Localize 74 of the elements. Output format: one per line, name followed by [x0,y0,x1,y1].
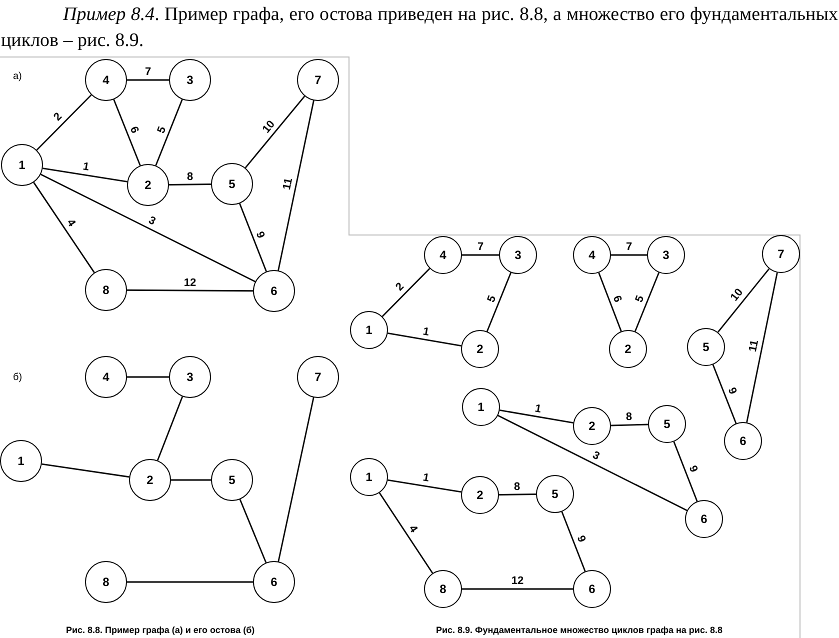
edge-label: 1 [422,472,430,484]
edge-label: 12 [511,575,524,587]
edge-label: 4 [406,522,420,534]
edge-line [610,424,648,426]
edge-line [127,376,169,378]
edge-line [33,182,95,273]
edge-label: 1 [422,325,430,338]
edge-line [156,396,184,461]
edge-label: 8 [514,480,521,493]
edge-line [388,332,462,346]
edge-label: 2 [394,280,407,294]
edge-label: 7 [626,241,632,253]
edge-line [673,441,698,502]
edge-line [500,410,574,424]
edge-label: 9 [254,230,268,240]
edge-label: 4 [64,217,78,229]
edge-line [171,479,211,481]
edge-line [244,96,306,168]
edge-line [127,581,253,583]
edge-line [382,268,430,317]
edge-label: 12 [184,276,196,289]
edge-label: 2 [52,110,65,124]
edge-line [42,168,128,182]
edge-line [634,272,660,332]
edge-label: 11 [281,176,296,191]
edge-line [598,272,622,332]
edge-label: 7 [144,66,152,78]
edge-line [239,203,267,272]
edge-label: 5 [632,294,646,304]
edge-line [113,99,141,166]
edge-label: 3 [146,214,157,228]
edge-label: 9 [725,386,739,396]
edge-label: 11 [747,339,762,353]
edge-label: 8 [186,170,194,183]
edge-line [278,397,314,562]
subfigure-label: б) [13,371,22,385]
edge-label: 10 [260,118,278,136]
edge-label: 9 [686,464,700,474]
edge-line [462,588,573,590]
edge-line [42,463,130,478]
edge-line [127,289,253,292]
edge-label: 5 [484,294,498,304]
edge-label: 5 [154,124,168,135]
figure-caption: Рис. 8.9. Фундаментальное множество циклов графа на рис. 8.8 [436,624,722,637]
edge-line [378,492,434,574]
edge-line [278,100,314,271]
edge-line [746,272,778,423]
edge-label: 1 [534,402,542,416]
edge-label: 10 [728,286,746,304]
edge-label: 1 [82,160,90,174]
edge-label: 7 [477,241,484,253]
edge-line [169,184,211,186]
edge-label: 9 [574,534,588,544]
paragraph: Пример 8.4. Пример графа, его остова приведен на рис. 8.8, а множество его фундаментальных циклов – рис. 8.9. [0,3,839,53]
edge-label: 8 [626,410,632,424]
edge-line [486,272,512,332]
edge-line [462,254,499,256]
edge-line [388,479,462,493]
edge-line [40,174,256,282]
edge-line [561,511,586,572]
edge-line [36,94,92,151]
subfigure-label: а) [13,70,22,84]
edge-line [499,494,536,496]
edge-line [155,99,183,166]
edge-line [239,499,267,563]
figure-caption: Рис. 8.8. Пример графа (а) и его остова (б) [66,624,255,637]
edge-label: 6 [128,124,142,135]
edge-label: 3 [590,449,602,463]
edge-line [717,268,770,333]
edge-line [712,364,737,424]
edge-line [498,414,688,512]
edge-label: 6 [610,294,624,304]
edge-line [127,79,169,81]
edge-line [611,254,647,256]
